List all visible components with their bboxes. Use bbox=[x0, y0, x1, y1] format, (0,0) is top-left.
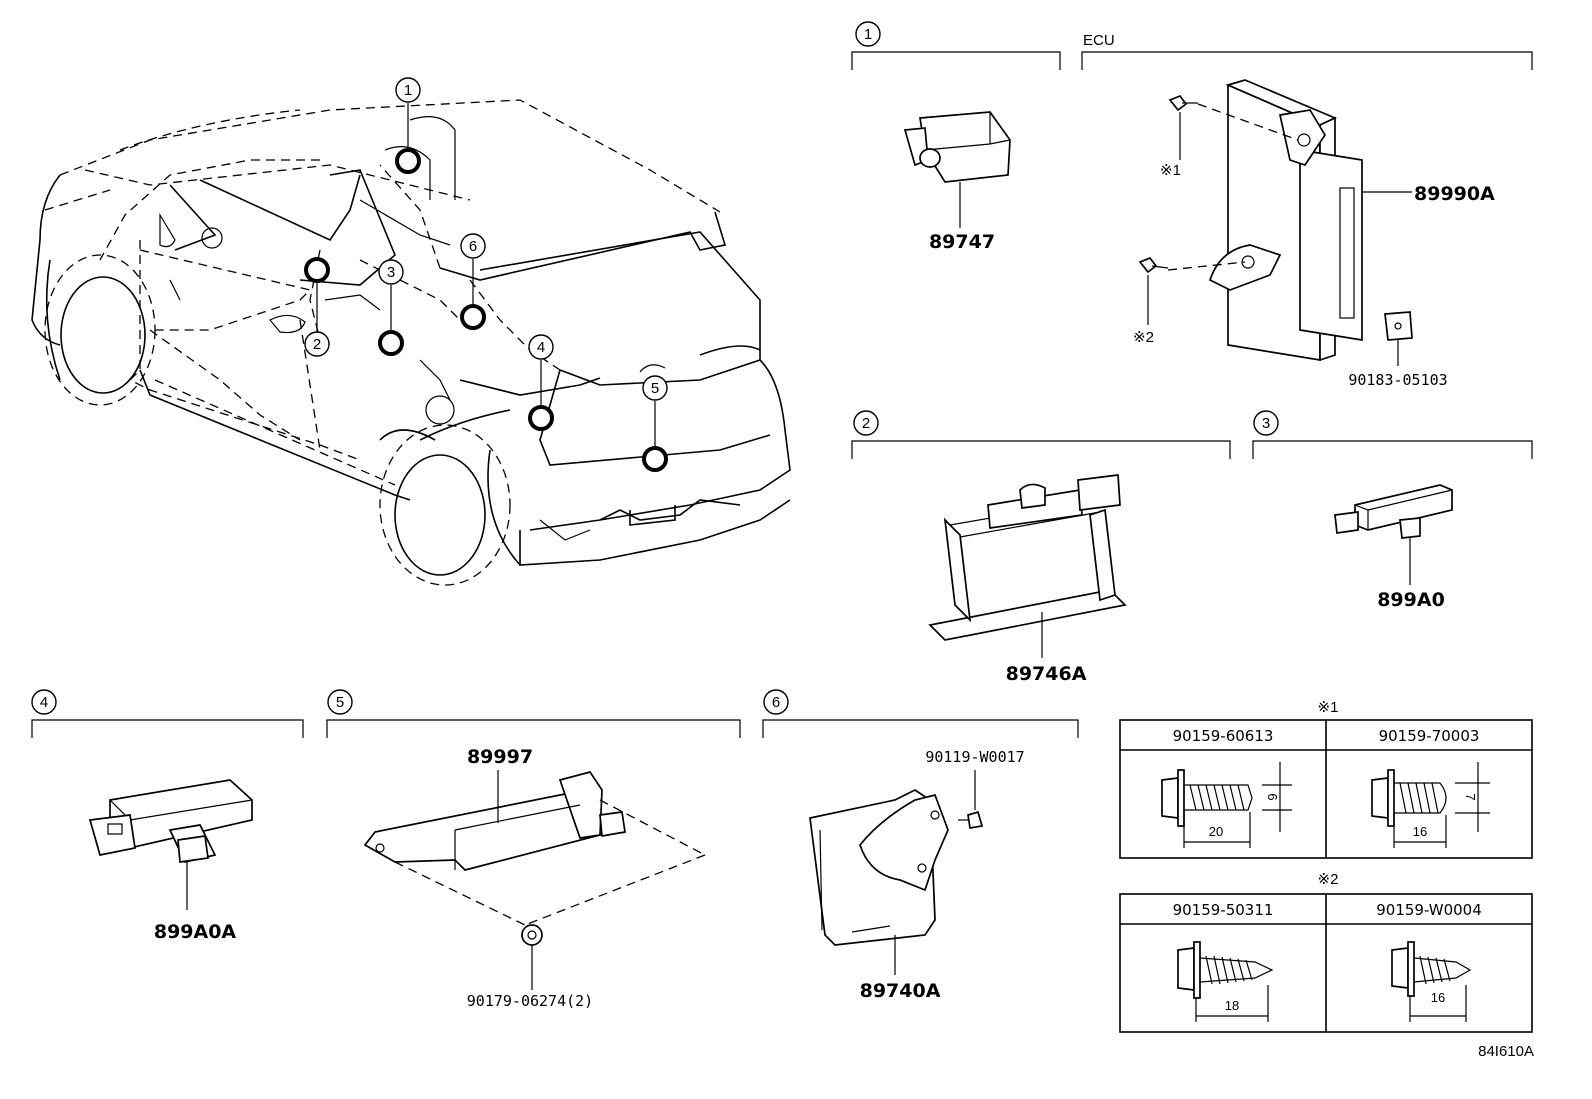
section-headers: 1 ECU 2 3 4 5 6 bbox=[31, 21, 1533, 738]
car-callout-2-label: 2 bbox=[313, 336, 321, 353]
bolt-1-diameter-label: 6 bbox=[1265, 793, 1280, 800]
location-marker-6 bbox=[460, 304, 486, 330]
section-6-callout bbox=[763, 689, 789, 715]
part-number-90183-05103: 90183-05103 bbox=[1348, 371, 1447, 389]
screw-2-length-label: 16 bbox=[1431, 990, 1445, 1005]
bolt-1-length-label: 20 bbox=[1209, 824, 1223, 839]
part-number-90179-06274: 90179-06274(2) bbox=[467, 992, 593, 1010]
bolt-table-1: ※1 90159-60613 90159-70003 20 6 16 7 bbox=[1119, 699, 1533, 859]
section-6-label: 6 bbox=[772, 694, 780, 711]
car-callout-5 bbox=[642, 375, 668, 401]
bolt-2-length-label: 16 bbox=[1413, 824, 1427, 839]
section-5-callout bbox=[327, 689, 353, 715]
part-number-899A0A: 899A0A bbox=[154, 921, 237, 943]
part-number-89997: 89997 bbox=[467, 746, 533, 768]
figure-code: 84I610A bbox=[1478, 1043, 1534, 1060]
location-markers: 1 2 3 6 4 5 bbox=[304, 77, 668, 472]
car-callout-1-label: 1 bbox=[404, 82, 412, 99]
car-callout-5-label: 5 bbox=[651, 380, 659, 397]
location-marker-4 bbox=[528, 405, 554, 431]
location-marker-5 bbox=[642, 446, 668, 472]
car-callout-3-label: 3 bbox=[387, 264, 395, 281]
bolt-table-1-header-2: 90159-70003 bbox=[1379, 727, 1480, 745]
bolt-table-2-title: ※2 bbox=[1318, 871, 1339, 888]
bolt-table-1-title: ※1 bbox=[1318, 699, 1339, 716]
part-number-89747: 89747 bbox=[929, 231, 995, 253]
section-4-callout bbox=[31, 689, 57, 715]
part-89746A-drawing: 89746A bbox=[928, 474, 1127, 685]
location-marker-3 bbox=[378, 330, 404, 356]
section-2-label: 2 bbox=[862, 415, 870, 432]
car-callout-6 bbox=[460, 233, 486, 259]
car-callout-4-label: 4 bbox=[537, 339, 545, 356]
car-callout-3 bbox=[378, 259, 404, 285]
bolt-table-2-header-2: 90159-W0004 bbox=[1376, 901, 1482, 919]
location-marker-1 bbox=[395, 148, 421, 174]
part-89997-drawing: 89997 90179-06274(2) bbox=[363, 746, 706, 1010]
note-ref-2: ※2 bbox=[1133, 329, 1154, 346]
part-899A0-drawing: 899A0 bbox=[1334, 484, 1453, 611]
part-number-90119-W0017: 90119-W0017 bbox=[925, 748, 1024, 766]
location-marker-2 bbox=[304, 257, 330, 283]
car-callout-2 bbox=[304, 331, 330, 357]
part-number-89740A: 89740A bbox=[860, 980, 941, 1002]
section-1-callout bbox=[855, 21, 881, 47]
part-89747-drawing: 89747 bbox=[903, 111, 1011, 253]
ecu-header: ECU bbox=[1083, 32, 1115, 49]
part-89740A-drawing: 90119-W0017 89740A bbox=[809, 748, 1025, 1002]
section-1-label: 1 bbox=[864, 26, 872, 43]
car-callout-6-label: 6 bbox=[469, 238, 477, 255]
section-3-callout bbox=[1253, 410, 1279, 436]
section-3-label: 3 bbox=[1262, 415, 1270, 432]
bolt-2-diameter-label: 7 bbox=[1463, 793, 1478, 800]
note-ref-1: ※1 bbox=[1160, 162, 1181, 179]
part-number-89990A: 89990A bbox=[1414, 183, 1495, 205]
bolt-table-2: ※2 90159-50311 90159-W0004 18 16 bbox=[1119, 871, 1533, 1033]
car-callout-1 bbox=[395, 77, 421, 103]
bolt-table-1-header-1: 90159-60613 bbox=[1173, 727, 1274, 745]
ecu-drawing: ※1 ※2 89990A 90183-05103 bbox=[1133, 79, 1495, 389]
part-899A0A-drawing: 899A0A bbox=[88, 779, 253, 943]
car-callout-4 bbox=[528, 334, 554, 360]
bolt-table-2-header-1: 90159-50311 bbox=[1173, 901, 1274, 919]
part-number-89746A: 89746A bbox=[1006, 663, 1087, 685]
section-5-label: 5 bbox=[336, 694, 344, 711]
screw-1-length-label: 18 bbox=[1225, 998, 1239, 1013]
part-number-899A0: 899A0 bbox=[1377, 589, 1445, 611]
section-2-callout bbox=[853, 410, 879, 436]
section-4-label: 4 bbox=[40, 694, 48, 711]
